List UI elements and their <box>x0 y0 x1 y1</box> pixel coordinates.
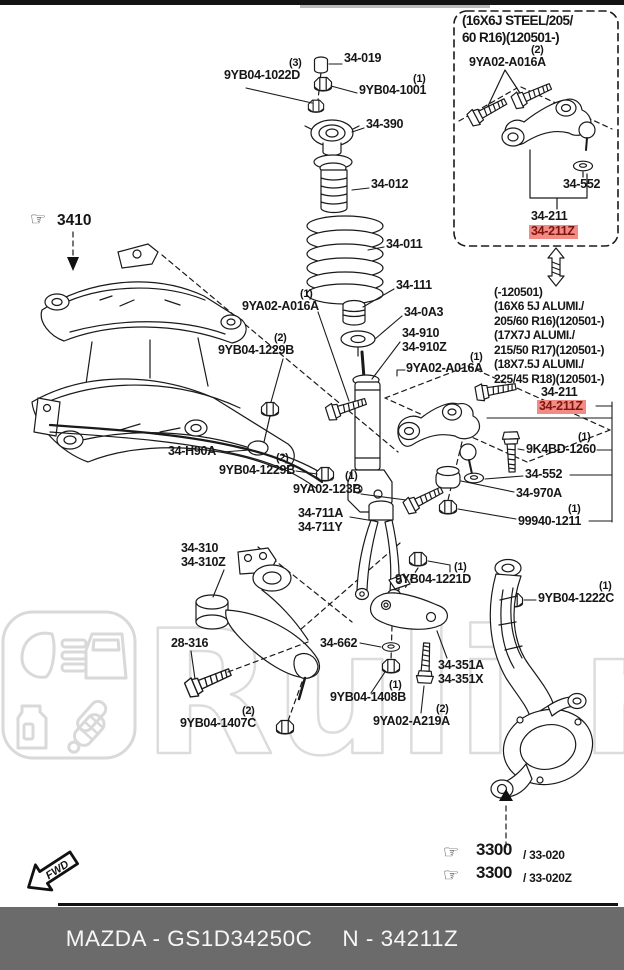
part-label: (16X6J STEEL/205/ <box>462 13 573 28</box>
part-label: 34-211 <box>531 209 568 223</box>
part-label: 9YB04-1001 <box>359 83 427 97</box>
part-label: 9YB04-1407C <box>180 716 256 730</box>
part-label: 3300 <box>476 840 512 859</box>
coil-spring-illustration <box>306 215 384 305</box>
part-label: (1) <box>389 679 402 691</box>
part-label: (18X7.5J ALUMI./ <box>494 357 584 371</box>
part-label: 60 R16)(120501-) <box>462 30 560 45</box>
leader-lines <box>190 63 613 714</box>
part-label: (17X7J ALUMI./ <box>494 328 575 342</box>
footer-catalog-code: MAZDA - GS1D34250C <box>65 925 313 951</box>
part-label: 215/50 R17)(120501-) <box>494 343 605 357</box>
stabilizer-bar-illustration <box>33 397 335 489</box>
pointing-hand-icon: ☞ <box>30 209 46 229</box>
part-label: 9YB04-1229B <box>218 343 294 357</box>
part-label: (2) <box>276 452 289 464</box>
part-label: / 33-020Z <box>523 871 572 885</box>
part-label: 34-012 <box>371 177 409 191</box>
part-label: 9YA02-A016A <box>242 299 319 313</box>
option-box-border <box>453 10 619 247</box>
subframe-illustration <box>31 231 333 481</box>
part-label: 34-970A <box>516 486 562 500</box>
part-label: (1) <box>300 288 313 300</box>
part-label: (2) <box>531 44 544 56</box>
part-label: 34-H90A <box>168 444 216 458</box>
fwd-arrow-icon: FWD <box>27 850 80 892</box>
part-label: (2) <box>242 705 255 717</box>
part-label: (1) <box>568 503 581 515</box>
knuckle-illustration <box>489 558 594 849</box>
footer-bar: MAZDA - GS1D34250C N - 34211Z <box>0 907 624 970</box>
part-label: (16X6 5J ALUMI./ <box>494 299 584 313</box>
part-label: 34-211 <box>541 385 578 399</box>
part-label: 34-552 <box>563 177 601 191</box>
section-link-arrow <box>547 247 565 287</box>
part-label: / 33-020 <box>523 848 565 862</box>
part-label: (-120501) <box>494 285 543 299</box>
part-label: 225/45 R18)(120501-) <box>494 372 605 386</box>
watermark-logo <box>1 610 137 760</box>
part-label: 34-711Y <box>298 520 343 534</box>
part-label: 34-552 <box>525 467 563 481</box>
scan-smudge <box>300 5 490 8</box>
scan-edge-bar <box>0 0 624 5</box>
part-label: 34-310Z <box>181 555 226 569</box>
part-label-highlighted: 34-211Z <box>537 400 586 414</box>
part-label: 9YB04-1408B <box>330 690 406 704</box>
part-label: 9YB04-1229B <box>219 463 295 477</box>
part-label: 34-0A3 <box>404 305 444 319</box>
dashed-axis-line <box>161 254 399 453</box>
bump-stop-illustration <box>340 299 376 357</box>
part-label: 99940-1211 <box>518 514 582 528</box>
part-label: (2) <box>436 703 449 715</box>
part-label: 34-011 <box>386 237 423 251</box>
part-label: 34-390 <box>366 117 404 131</box>
part-label-highlighted: 34-211Z <box>529 225 578 239</box>
part-label: 34-019 <box>344 51 382 65</box>
footer-rule <box>58 903 618 906</box>
part-label: (1) <box>599 580 612 592</box>
dust-boot-illustration <box>313 154 353 214</box>
upper-arm-illustration <box>397 402 522 515</box>
part-label: 34-910 <box>402 326 440 340</box>
part-label: 34-910Z <box>402 340 447 354</box>
lower-arm-illustration <box>182 547 321 735</box>
part-label: (1) <box>470 351 483 363</box>
part-label: 3410 <box>57 212 92 229</box>
part-label: 9YB04-1022D <box>224 68 300 82</box>
part-label: 34-351X <box>438 672 484 686</box>
part-label: 9YA02-123B <box>293 482 362 496</box>
part-label: 9YB04-1222C <box>538 591 614 605</box>
bracket-plate-illustration <box>369 573 448 685</box>
part-label: 205/60 R16)(120501-) <box>494 314 605 328</box>
part-label: 9YA02-A219A <box>373 714 450 728</box>
strut-mount-illustration <box>304 119 360 157</box>
part-label: 34-662 <box>320 636 358 650</box>
part-label: 34-310 <box>181 541 219 555</box>
part-label: (2) <box>274 332 287 344</box>
part-label: 34-351A <box>438 658 484 672</box>
pointing-hand-icon: ☞ <box>443 865 459 885</box>
footer-part-number: N - 34211Z <box>342 925 459 951</box>
part-label: 9YA02-A016A <box>469 55 546 69</box>
part-label: (1) <box>413 73 426 85</box>
part-label: 9YB04-1221D <box>395 572 471 586</box>
part-label: (3) <box>289 57 302 69</box>
upper-arm-option-illustration <box>458 69 613 210</box>
strut-top-hardware <box>307 56 333 113</box>
part-label: (1) <box>578 431 591 443</box>
part-label: 3300 <box>476 863 512 882</box>
part-label: 34-111 <box>396 278 432 292</box>
part-label: (1) <box>345 470 358 482</box>
part-label: 28-316 <box>171 636 209 650</box>
part-label: 9K4BD-1260 <box>526 442 596 456</box>
upper-arm-plane <box>384 365 611 463</box>
part-label: (1) <box>454 561 467 573</box>
part-label: 9YA02-A016A <box>406 361 483 375</box>
part-label: 34-711A <box>298 506 344 520</box>
pointing-hand-icon: ☞ <box>443 842 459 862</box>
